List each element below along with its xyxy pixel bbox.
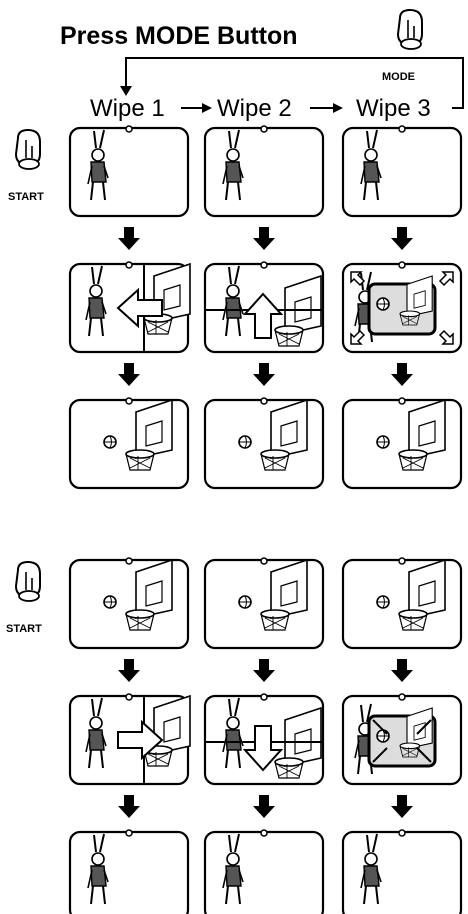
down-arrow-icon [253,363,275,386]
wipe-label-1: Wipe 1 [90,95,165,122]
frame-s1-r2-c2 [205,262,323,352]
frame-s2-r1-c1 [70,558,188,648]
frame-s1-r1-c2 [205,126,323,216]
down-arrow-icon [118,795,140,818]
frame-s1-r3-c1 [70,398,188,488]
down-arrow-icon [118,363,140,386]
start-finger-icon-2 [16,562,40,601]
start-finger-icon-1 [16,130,40,169]
start-label-1: START [8,191,44,203]
frame-s1-r1-c3 [343,126,461,216]
down-arrow-icon [118,227,140,250]
start-label-2: START [6,623,42,635]
down-arrow-icon [391,795,413,818]
frame-s1-r2-c1 [70,262,190,352]
frame-s1-r3-c3 [343,398,461,488]
page-title: Press MODE Button [60,22,298,50]
down-arrow-icon [253,659,275,682]
frame-s2-r2-c3 [343,694,461,784]
wipe-label-3: Wipe 3 [356,95,431,122]
down-arrow-icon [253,227,275,250]
down-arrow-icon [391,659,413,682]
frame-s2-r1-c3 [343,558,461,648]
frame-s2-r1-c2 [205,558,323,648]
frame-s1-r2-c3 [343,262,461,352]
frame-s2-r3-c2 [205,830,323,914]
frame-s2-r3-c1 [70,830,188,914]
mode-label: MODE [382,71,415,83]
wipe-arrow-1-2 [181,103,212,113]
frame-s1-r1-c1 [70,126,188,216]
frame-grid [70,126,461,914]
wipe-arrow-2-3 [310,103,343,113]
mode-finger-icon [398,10,422,49]
frame-s2-r2-c2 [205,694,323,784]
down-arrow-icon [391,227,413,250]
down-arrow-icon [118,659,140,682]
down-arrow-icon [253,795,275,818]
frame-s2-r2-c1 [70,694,190,784]
frame-s2-r3-c3 [343,830,461,914]
frame-s1-r3-c2 [205,398,323,488]
down-arrow-icon [391,363,413,386]
wipe-label-2: Wipe 2 [217,95,292,122]
